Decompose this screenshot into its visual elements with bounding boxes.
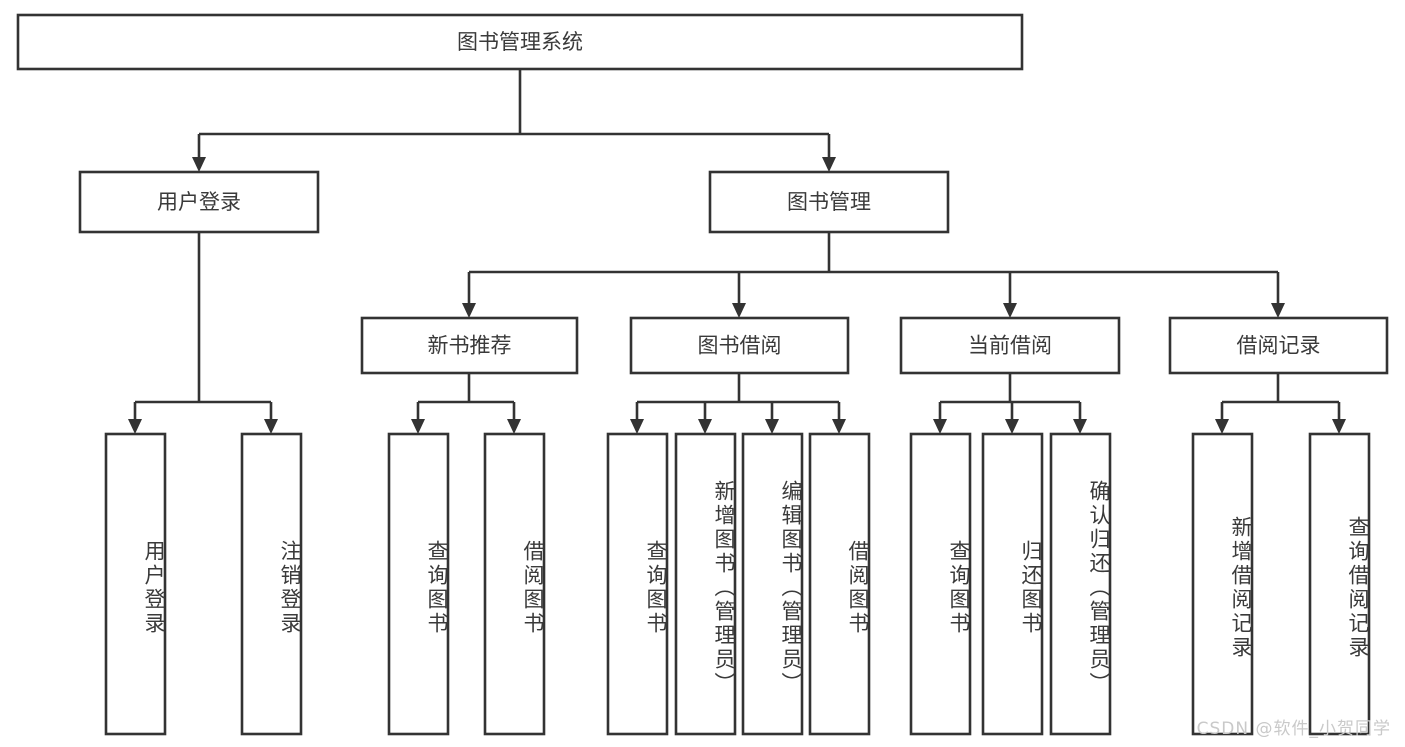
csdn-watermark: CSDN @软件_小贺同学: [1196, 719, 1391, 739]
level3-new-to-leaves-arrowhead-0: [411, 419, 425, 434]
leaf-node-查询图书-2[interactable]: [387, 432, 450, 736]
level3-borrow-to-leaves-arrowhead-1: [698, 419, 712, 434]
level3-new-to-leaves-arrowhead-1: [507, 419, 521, 434]
leaf-node-查询图书-8[interactable]: [909, 432, 972, 736]
level3-current-to-leaves-arrowhead-2: [1073, 419, 1087, 434]
level3-node-图书借阅-1[interactable]: [629, 316, 850, 375]
leaf-node-编辑图书-管理员-6[interactable]: [741, 432, 804, 736]
level3-node-label-图书借阅: 图书借阅: [698, 334, 782, 358]
level2-node-label-用户登录: 用户登录: [157, 190, 241, 214]
leaf-node-确认归还-管理员-10[interactable]: [1049, 432, 1112, 736]
root-node-label-图书管理系统: 图书管理系统: [457, 30, 583, 54]
level2-books-to-level3-arrowhead-3: [1271, 303, 1285, 318]
leaf-node-新增借阅记录-11[interactable]: [1191, 432, 1254, 736]
connector-layer: [128, 69, 1346, 434]
level2-books-to-level3-arrowhead-2: [1003, 303, 1017, 318]
level3-borrow-to-leaves-arrowhead-2: [765, 419, 779, 434]
level2-books-to-level3-arrowhead-1: [732, 303, 746, 318]
level3-node-label-当前借阅: 当前借阅: [968, 334, 1052, 358]
level3-node-借阅记录-3[interactable]: [1168, 316, 1389, 375]
level3-node-label-借阅记录: 借阅记录: [1237, 334, 1321, 358]
root-node-图书管理系统[interactable]: [16, 13, 1024, 71]
leaf-node-查询借阅记录-12[interactable]: [1308, 432, 1371, 736]
leaf-node-借阅图书-7[interactable]: [808, 432, 871, 736]
root-to-level2-arrowhead-0: [192, 157, 206, 172]
level2-books-to-level3-arrowhead-0: [462, 303, 476, 318]
leaf-node-归还图书-9[interactable]: [981, 432, 1044, 736]
leaf-node-借阅图书-3[interactable]: [483, 432, 546, 736]
level2-node-label-图书管理: 图书管理: [787, 190, 871, 214]
level3-borrow-to-leaves-arrowhead-3: [832, 419, 846, 434]
level3-node-新书推荐-0[interactable]: [360, 316, 579, 375]
leaf-node-查询图书-4[interactable]: [606, 432, 669, 736]
level3-current-to-leaves-arrowhead-0: [933, 419, 947, 434]
level3-current-to-leaves-arrowhead-1: [1005, 419, 1019, 434]
level3-record-to-leaves-arrowhead-1: [1332, 419, 1346, 434]
leaf-node-注销登录-1[interactable]: [240, 432, 303, 736]
level2-login-to-leaves-arrowhead-0: [128, 419, 142, 434]
level3-record-to-leaves-arrowhead-0: [1215, 419, 1229, 434]
level2-node-图书管理-1[interactable]: [708, 170, 950, 234]
node-box-layer: [16, 13, 1389, 736]
level3-node-当前借阅-2[interactable]: [899, 316, 1121, 375]
level2-node-用户登录-0[interactable]: [78, 170, 320, 234]
root-to-level2-arrowhead-1: [822, 157, 836, 172]
leaf-node-新增图书-管理员-5[interactable]: [674, 432, 737, 736]
level2-login-to-leaves-arrowhead-1: [264, 419, 278, 434]
leaf-node-用户登录-0[interactable]: [104, 432, 167, 736]
level3-node-label-新书推荐: 新书推荐: [428, 334, 512, 358]
level3-borrow-to-leaves-arrowhead-0: [630, 419, 644, 434]
